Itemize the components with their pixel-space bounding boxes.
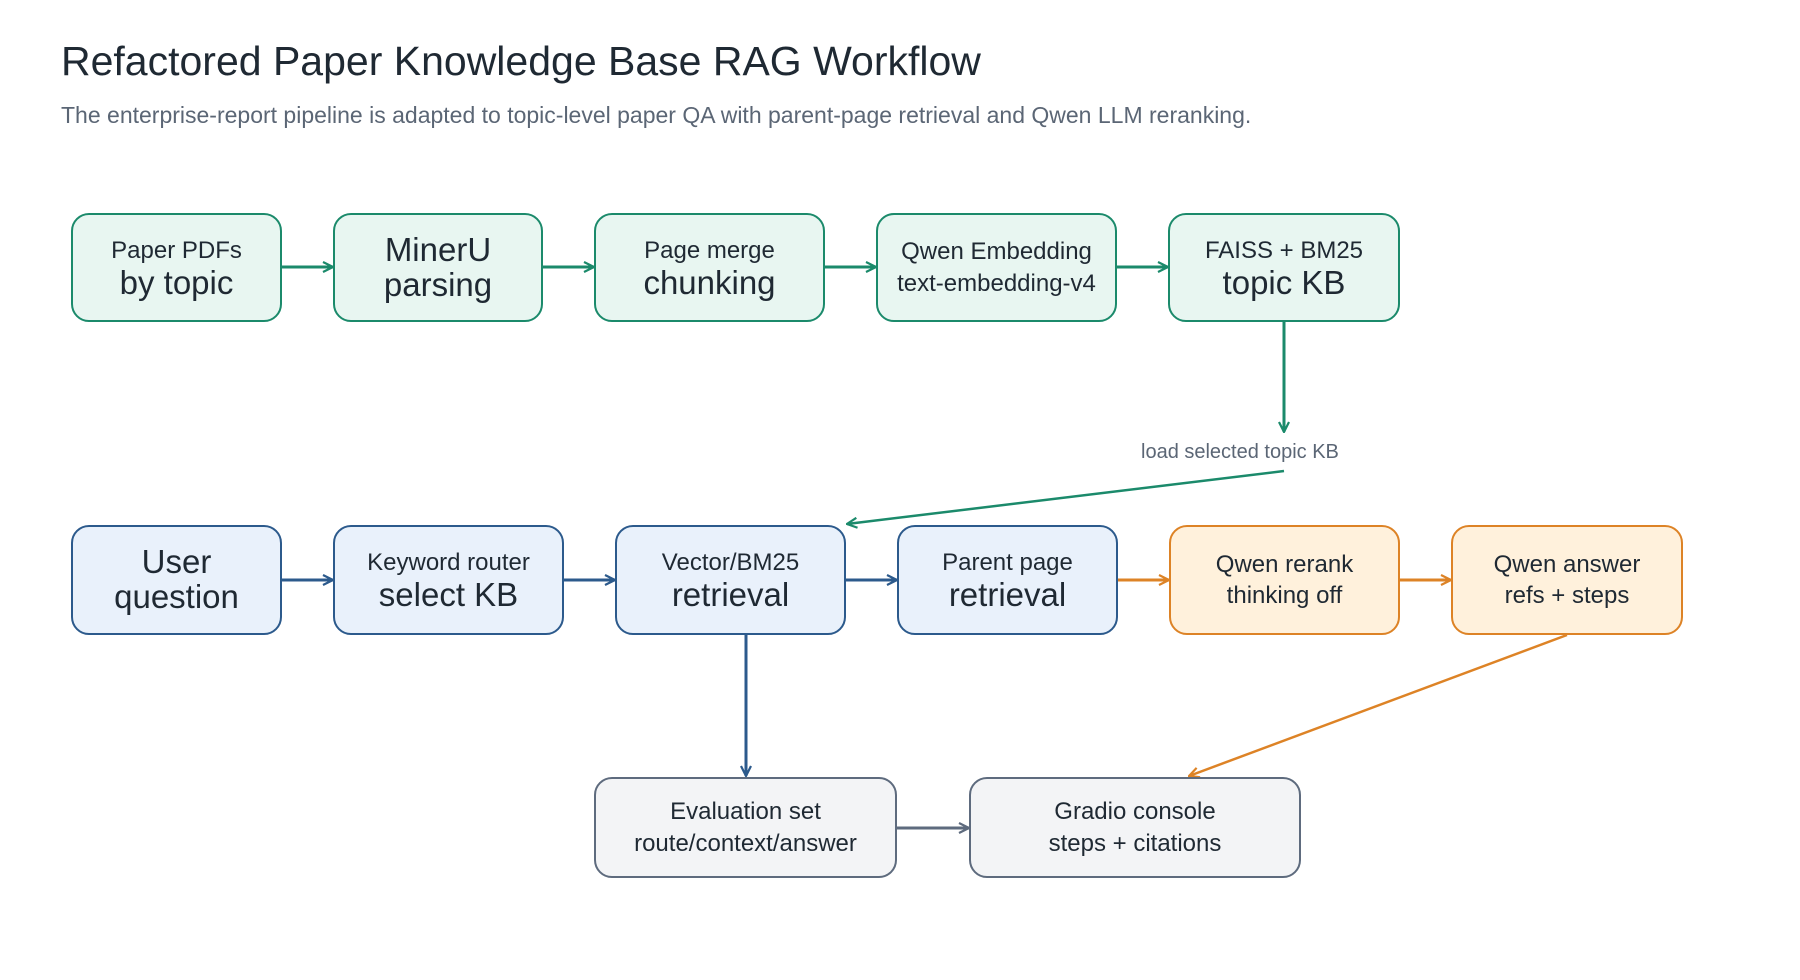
node-user-question: User question (71, 525, 282, 635)
node-qwen-embedding: Qwen Embedding text-embedding-v4 (876, 213, 1117, 322)
node-qwen-rerank: Qwen rerank thinking off (1169, 525, 1400, 635)
node-faiss-bm25: FAISS + BM25 topic KB (1168, 213, 1400, 322)
node-faiss-bm25-line1: FAISS + BM25 (1204, 236, 1364, 264)
node-vector-retrieval-line1: Vector/BM25 (661, 549, 800, 577)
node-page-merge-line1: Page merge (644, 236, 775, 264)
node-keyword-router-line1: Keyword router (367, 549, 530, 577)
node-keyword-router-line2: select KB (378, 576, 519, 614)
node-faiss-bm25-line2: topic KB (1222, 263, 1346, 301)
node-qwen-embedding-line1: Qwen Embedding (901, 238, 1092, 266)
node-qwen-rerank-line1: Qwen rerank (1215, 550, 1354, 578)
node-mineru: MinerU parsing (333, 213, 543, 322)
edge-answer-to-gradio (1189, 633, 1568, 776)
diagram-title: Refactored Paper Knowledge Base RAG Work… (61, 38, 981, 84)
node-page-merge: Page merge chunking (594, 213, 825, 322)
diagram-subtitle: The enterprise-report pipeline is adapte… (61, 102, 1252, 128)
node-vector-retrieval-line2: retrieval (671, 576, 790, 614)
node-gradio-console: Gradio console steps + citations (969, 777, 1301, 878)
node-evaluation-set-line2: route/context/answer (634, 829, 857, 857)
node-gradio-console-line2: steps + citations (1048, 829, 1222, 857)
node-page-merge-line2: chunking (643, 263, 776, 301)
node-parent-page: Parent page retrieval (897, 525, 1118, 635)
node-qwen-answer-line1: Qwen answer (1493, 550, 1641, 578)
node-qwen-embedding-line2: text-embedding-v4 (897, 269, 1096, 297)
node-qwen-answer: Qwen answer refs + steps (1451, 525, 1683, 635)
node-keyword-router: Keyword router select KB (333, 525, 564, 635)
node-gradio-console-line1: Gradio console (1054, 798, 1216, 826)
node-vector-retrieval: Vector/BM25 retrieval (615, 525, 846, 635)
node-mineru-line1: MinerU (384, 230, 492, 268)
node-parent-page-line2: retrieval (948, 576, 1067, 614)
node-user-question-line1: User (141, 543, 212, 581)
edge-label-load-kb: load selected topic KB (1141, 441, 1339, 463)
edge-load-kb-to-retrieval (847, 469, 1285, 524)
node-evaluation-set-line1: Evaluation set (670, 798, 821, 826)
node-paper-pdfs: Paper PDFs by topic (71, 213, 282, 322)
node-parent-page-line1: Parent page (942, 549, 1073, 577)
node-user-question-line2: question (114, 578, 239, 615)
node-paper-pdfs-line2: by topic (119, 263, 234, 301)
node-qwen-answer-line2: refs + steps (1504, 582, 1630, 609)
node-evaluation-set: Evaluation set route/context/answer (594, 777, 897, 878)
node-mineru-line2: parsing (383, 265, 493, 303)
node-qwen-rerank-line2: thinking off (1226, 582, 1343, 609)
node-paper-pdfs-line1: Paper PDFs (111, 236, 242, 264)
